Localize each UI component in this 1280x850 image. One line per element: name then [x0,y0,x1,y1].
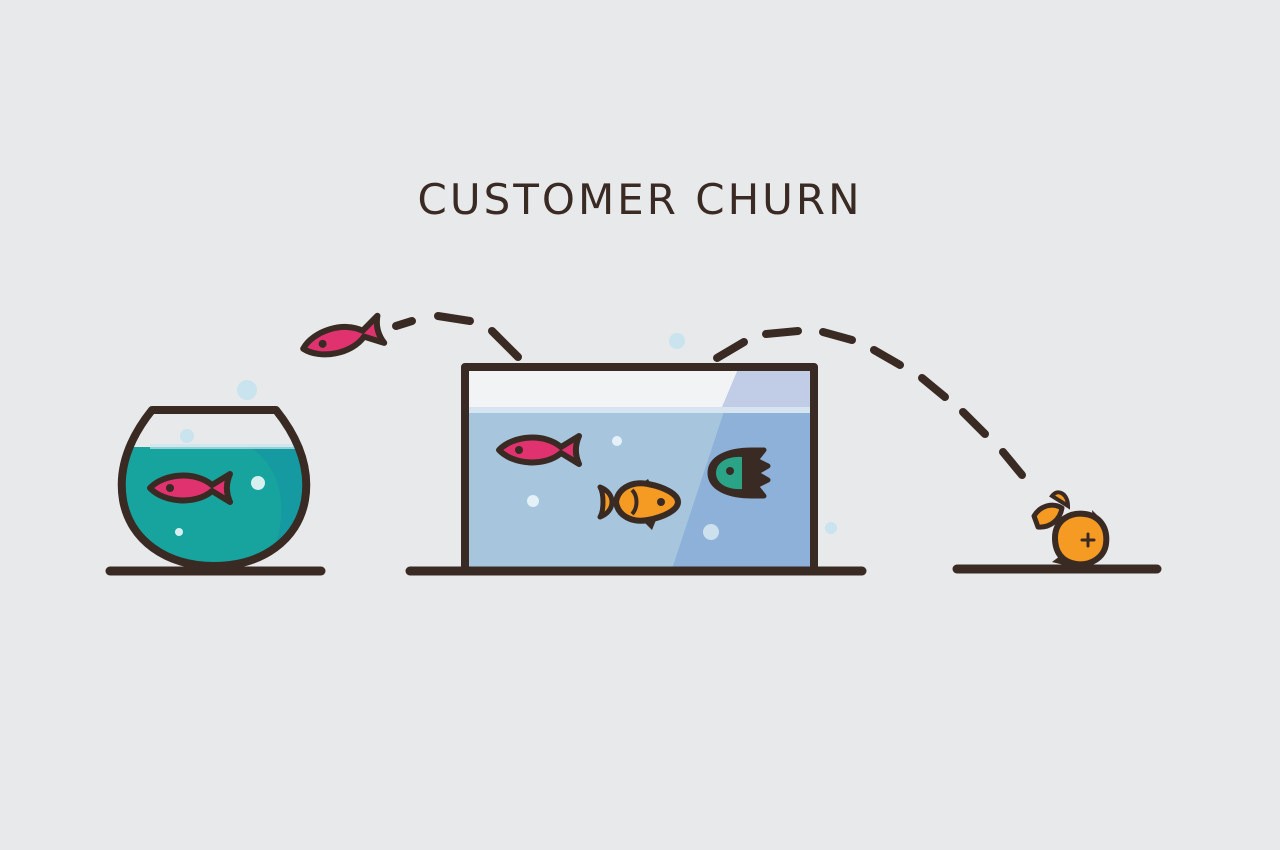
page-title: CUSTOMER CHURN [417,175,863,224]
pink-fish-icon [147,471,233,505]
orange-fish-icon [597,479,681,530]
dead-fish-icon [952,490,1162,574]
jumping-pink-fish-icon [300,312,388,358]
pink-fish-icon [496,433,582,467]
green-fish-icon [707,447,771,499]
jump-trajectory [392,312,1026,479]
fishbowl-icon [105,406,326,576]
fish-tank-icon [405,363,867,576]
